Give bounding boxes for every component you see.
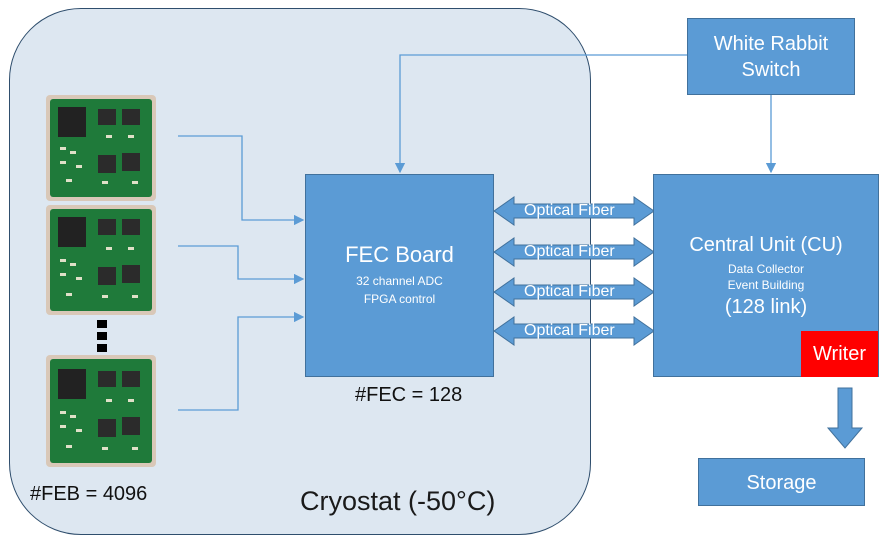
cryostat-label: Cryostat (-50°C) <box>300 486 496 516</box>
storage-box: Storage <box>698 458 865 506</box>
feb-board-image-2 <box>46 205 156 315</box>
wr-to-fec-line <box>394 54 687 174</box>
feb3-to-fec-line <box>178 311 305 411</box>
fiber-label-4: Optical Fiber <box>524 322 615 339</box>
central-unit-title: Central Unit (CU) <box>689 234 843 256</box>
feb-board-image-3 <box>46 355 156 467</box>
ellipsis-dot-1 <box>97 320 107 328</box>
feb1-to-fec-line <box>178 135 305 226</box>
fiber-label-3: Optical Fiber <box>524 283 615 300</box>
fec-board-line2: FPGA control <box>363 292 436 306</box>
feb2-to-fec-line <box>178 245 305 285</box>
central-unit-line2: Event Building <box>727 278 805 292</box>
ellipsis-dot-2 <box>97 332 107 340</box>
writer-box: Writer <box>801 331 878 377</box>
fec-board-line1: 32 channel ADC <box>356 274 443 288</box>
white-rabbit-line2: Switch <box>741 58 801 81</box>
fiber-label-1: Optical Fiber <box>524 202 615 219</box>
fec-board-title: FEC Board <box>345 242 454 267</box>
ellipsis-dot-3 <box>97 344 107 352</box>
fec-count-label: #FEC = 128 <box>355 384 463 406</box>
fiber-label-2: Optical Fiber <box>524 243 615 260</box>
cu-to-storage-arrow <box>826 387 864 449</box>
central-unit-line3: (128 link) <box>724 296 808 318</box>
central-unit-line1: Data Collector <box>727 262 805 276</box>
fec-board-box: FEC Board 32 channel ADC FPGA control <box>305 174 494 377</box>
white-rabbit-switch-box: White Rabbit Switch <box>687 18 855 95</box>
feb-board-image-1 <box>46 95 156 201</box>
white-rabbit-line1: White Rabbit <box>713 32 829 55</box>
feb-count-label: #FEB = 4096 <box>30 483 148 505</box>
